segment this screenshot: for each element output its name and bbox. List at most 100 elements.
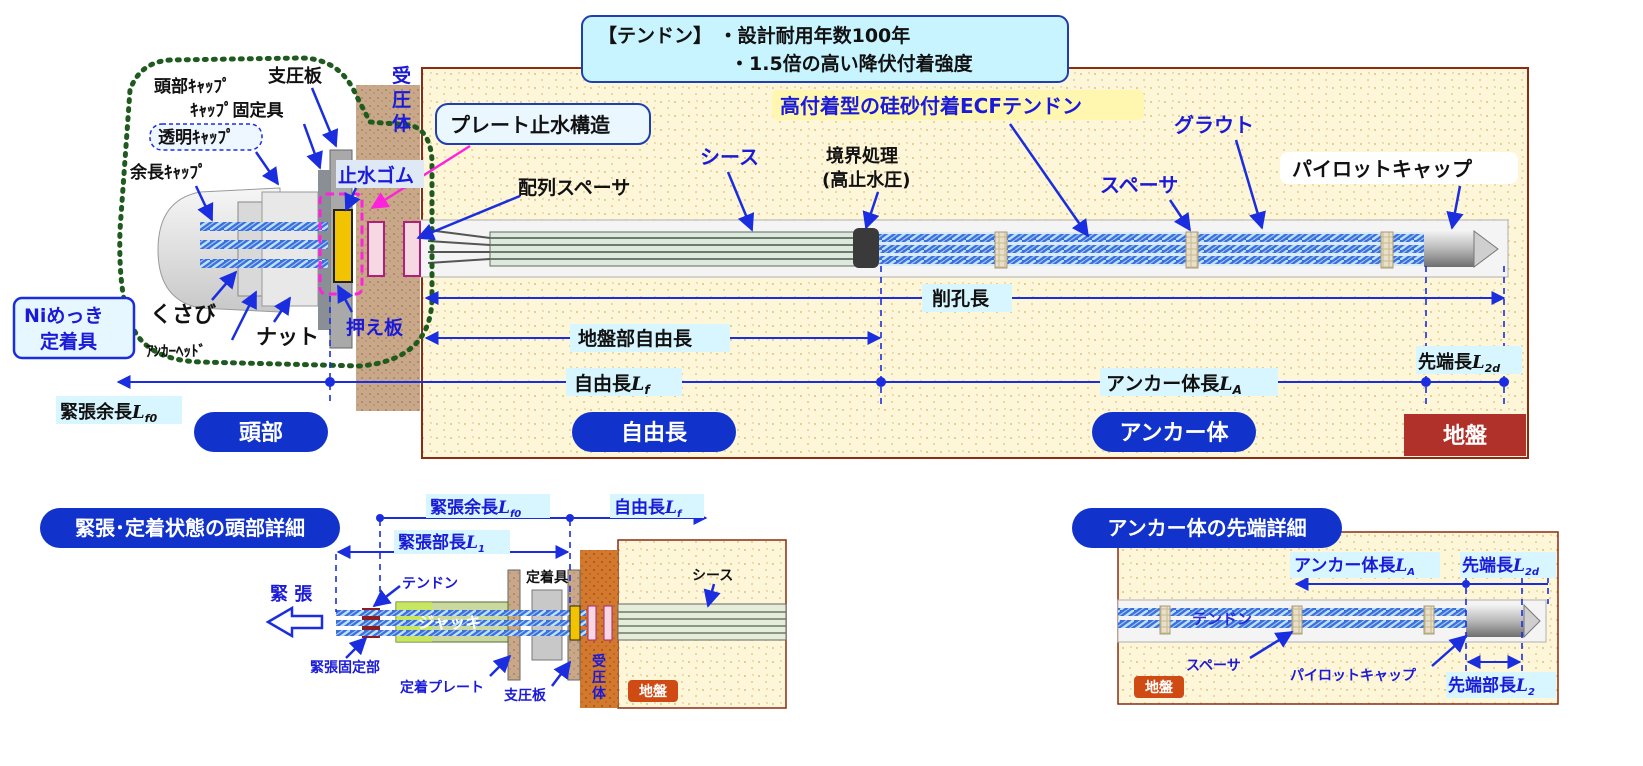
- wedge-strand-2: [200, 240, 328, 249]
- tension-extra-label: 緊張余長Lf0: [60, 401, 157, 425]
- boundary-arrow: [862, 191, 880, 230]
- nut-arrow: [272, 296, 292, 323]
- head-detail-fixing-arrow: [345, 636, 368, 659]
- bearing-plate-label: 支圧板: [267, 65, 323, 87]
- anchor-body-length-label: アンカー体長LA: [1106, 372, 1242, 397]
- pilot-cap-body: [1424, 231, 1474, 267]
- head-detail-free-label: 自由長Lf: [614, 497, 683, 520]
- ni-anchor-label-1: Niめっき: [24, 305, 103, 327]
- bearing-body-char-3: 体: [392, 112, 412, 135]
- tip-detail-spacer-label: スペーサ: [1186, 658, 1241, 674]
- boundary-sub-label: (高止水圧): [822, 169, 910, 191]
- tip-detail-title: アンカー体の先端詳細: [1107, 516, 1306, 540]
- head-cap-label: 頭部ｷｬｯﾌﾟ: [154, 76, 231, 97]
- spacer-2: [1185, 231, 1199, 269]
- wedge-label: くさび: [150, 303, 216, 328]
- drill-length-label: 削孔長: [932, 287, 990, 310]
- tip-detail-part-label-bg: [1446, 672, 1556, 698]
- anchor-body-length-label-bg: [1100, 368, 1278, 396]
- main-diagram: 【テンドン】 ・設計耐用年数100年 ・1.5倍の高い降伏付着強度 高付着型の硅…: [12, 15, 1529, 459]
- tip-detail-pilot-label: パイロットキャップ: [1290, 668, 1417, 684]
- ni-anchor-label-2: 定着具: [40, 330, 97, 353]
- head-detail-bearing-plate-label: 支圧板: [503, 687, 547, 704]
- head-detail-plate-label: 定着プレート: [400, 679, 484, 696]
- drill-length-label-bg: [922, 284, 1012, 312]
- press-plate-ring-2: [403, 221, 421, 277]
- spacer-1: [994, 231, 1008, 269]
- axis-node-head: [325, 377, 335, 387]
- tip-detail-part-label: 先端部長L2: [1448, 675, 1535, 698]
- wedge-strand-1: [200, 222, 328, 231]
- seal-rubber: [333, 209, 353, 283]
- tip-detail-ground-badge: [1134, 676, 1184, 698]
- pilot-cap-label: パイロットキャップ: [1292, 157, 1473, 181]
- pill-free-label: 自由長: [621, 420, 688, 446]
- axis-node-boundary: [876, 377, 886, 387]
- head-outline: [117, 55, 435, 369]
- array-spacer-arrow: [416, 194, 521, 241]
- tip-detail-pilot-arrow: [1431, 634, 1468, 667]
- extra-cap-arrow: [194, 185, 214, 222]
- seal-rubber-label-bg: [336, 160, 424, 188]
- sheath-label: シース: [700, 145, 759, 169]
- pill-ground-label: 地盤: [1443, 423, 1488, 449]
- pill-anchor-body: [1092, 412, 1256, 452]
- array-spacer-label: 配列スペーサ: [518, 177, 630, 199]
- head-detail-ring-2: [603, 605, 613, 641]
- tip-detail-anchor-length-label: アンカー体長LA: [1294, 555, 1415, 578]
- tip-detail-pilot-tip: [1523, 603, 1541, 639]
- head-detail-part-label-bg: [394, 530, 510, 554]
- pill-head: [194, 412, 328, 452]
- sheath-lines: [490, 237, 856, 260]
- free-length-label: 自由長Lf: [574, 372, 651, 397]
- tension-arrow: [265, 605, 324, 639]
- head-detail-bearing-plate-arrow: [551, 660, 572, 687]
- head-detail-title: 緊張･定着状態の頭部詳細: [75, 516, 305, 540]
- head-detail-strand-2: [336, 620, 586, 626]
- head-detail-strand-1: [336, 610, 586, 616]
- plate-seal-label: プレート止水構造: [450, 113, 611, 137]
- tip-length-label: 先端長L2d: [1418, 351, 1500, 375]
- bearing-plate-arrow: [310, 87, 339, 148]
- head-detail-tendon-label: テンドン: [402, 576, 458, 592]
- pilot-cap-label-bg: [1280, 152, 1518, 184]
- pill-head-label: 頭部: [239, 420, 283, 446]
- tendon-strand-1: [878, 234, 1426, 242]
- boundary-label: 境界処理: [826, 145, 898, 167]
- tip-detail-node: [1462, 580, 1470, 588]
- bearing-body-char-2: 圧: [392, 89, 411, 111]
- info-box: [581, 15, 1069, 83]
- spacer-arrow: [1168, 199, 1192, 232]
- extra-cap-label: 余長ｷｬｯﾌﾟ: [129, 162, 207, 183]
- pill-anchor-body-label: アンカー体: [1119, 421, 1229, 446]
- head-detail-strand-3: [336, 630, 586, 636]
- press-plate-label: 押え板: [346, 316, 404, 339]
- tip-detail-spacer-arrow: [1249, 630, 1294, 660]
- axis-node-tip: [1421, 377, 1431, 387]
- clear-cap-label: 透明ｷｬｯﾌﾟ: [158, 127, 235, 148]
- nut-label: ナット: [256, 325, 319, 349]
- anchor-head-arrow: [230, 290, 258, 341]
- head-detail-plate-arrow: [489, 654, 512, 677]
- tip-detail-spacer-3: [1423, 605, 1435, 635]
- tip-detail-spacer-2: [1291, 605, 1303, 635]
- info-line-2: ・1.5倍の高い降伏付着強度: [730, 52, 974, 75]
- tip-detail-ground-label: 地盤: [1145, 679, 1174, 696]
- clear-cap-label-box: [149, 123, 263, 151]
- pill-free: [572, 412, 736, 452]
- tip-detail: アンカー体の先端詳細 テンドン アンカー体長LA 先端長L2d 先端部長L2 ス…: [1072, 508, 1559, 705]
- tip-detail-tip-length-label: 先端長L2d: [1462, 555, 1540, 578]
- head-detail-seal: [569, 605, 581, 641]
- head-detail-sheath: [617, 603, 787, 641]
- spacer-3: [1380, 231, 1394, 269]
- pilot-cap-arrow: [1446, 185, 1464, 230]
- seal-rubber-arrow: [344, 187, 361, 212]
- anchor-head-label: ｱﾝｶｰﾍｯﾄﾞ: [146, 342, 206, 360]
- pill-ground: [1404, 414, 1526, 456]
- plate-seal-box: [318, 192, 364, 296]
- seal-rubber-label: 止水ゴム: [338, 164, 414, 187]
- head-detail-jack-label: ジャッキ: [418, 613, 481, 632]
- tip-length-label-bg: [1416, 346, 1522, 374]
- ecf-tendon-label: 高付着型の硅砂付着ECFテンドン: [780, 94, 1082, 118]
